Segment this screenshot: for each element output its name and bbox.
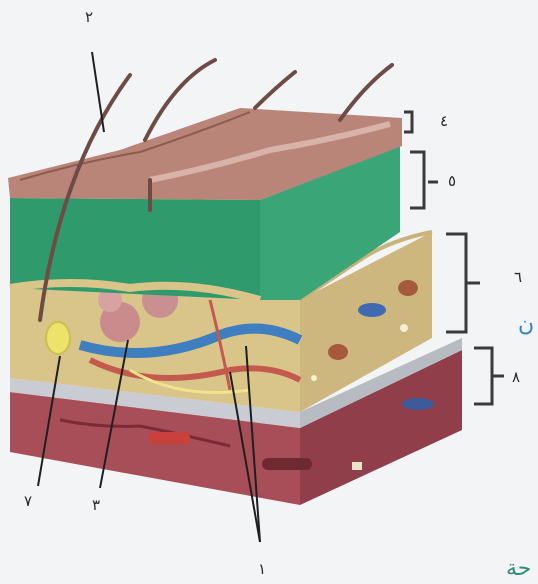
- label-1: ١: [258, 560, 266, 578]
- label-5: ٥: [448, 172, 456, 190]
- label-8: ٨: [512, 368, 520, 386]
- edge-text-right: ن: [518, 312, 534, 337]
- label-3: ٣: [92, 496, 100, 514]
- label-4: ٤: [440, 112, 448, 130]
- label-2: ٢: [85, 8, 93, 26]
- label-6: ٦: [514, 268, 522, 286]
- label-7: ٧: [24, 492, 32, 510]
- edge-text-bottom: حة: [506, 556, 531, 581]
